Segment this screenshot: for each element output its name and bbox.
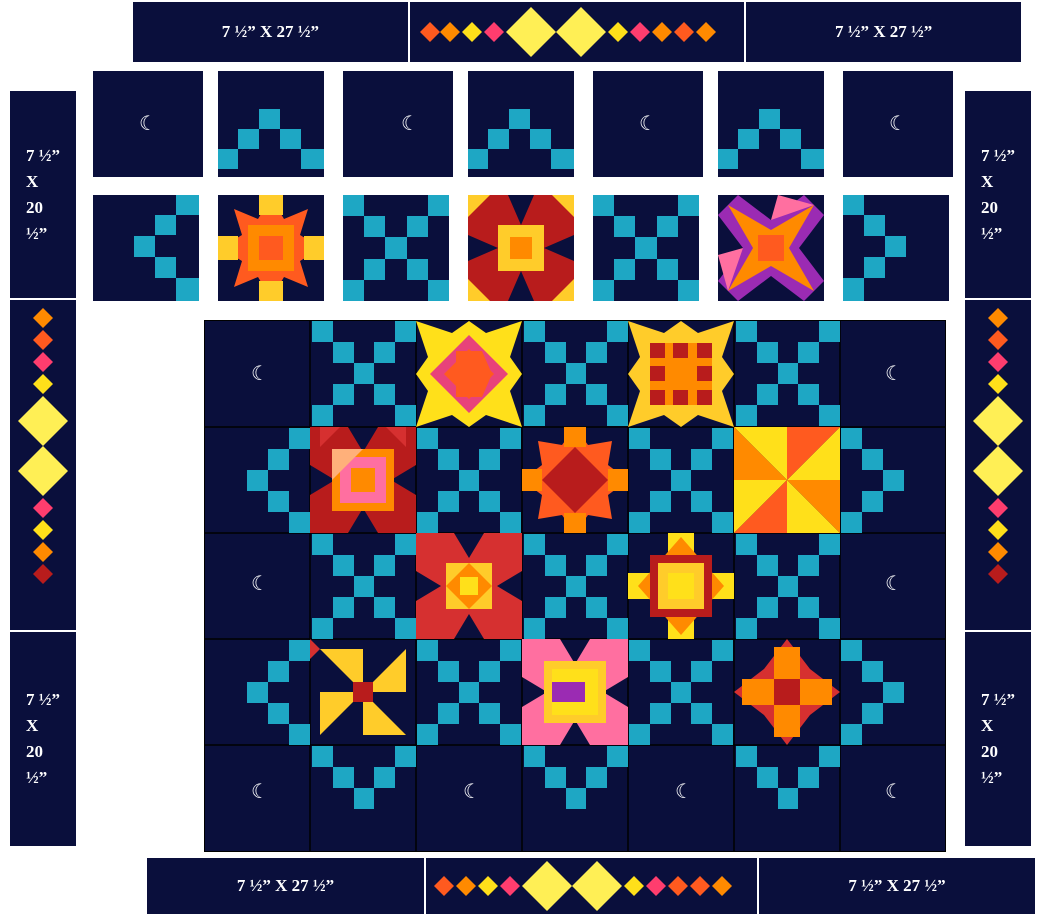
star-block-purple: [718, 195, 824, 301]
left-diamond-column: [10, 300, 76, 630]
right-border-diamond-panel: [965, 300, 1031, 630]
side-label-line: 7 ½”: [26, 687, 60, 713]
moon-icon: ☾: [675, 779, 693, 803]
side-label-line: X: [981, 713, 1015, 739]
moon-icon: ☾: [889, 111, 907, 135]
top-border-right-panel: 7 ½” X 27 ½”: [746, 2, 1021, 62]
quilt-pattern: [205, 321, 945, 851]
teal-peak-block: [218, 71, 324, 177]
moon-block: ☾: [843, 71, 953, 177]
top-border-left-label: 7 ½” X 27 ½”: [133, 2, 408, 62]
left-border-top-panel: 7 ½” X 20 ½”: [10, 91, 76, 298]
side-label-line: X: [981, 169, 1015, 195]
bottom-border-left-panel: 7 ½” X 27 ½”: [147, 858, 424, 914]
star-block-red: [468, 195, 574, 301]
moon-icon: ☾: [463, 779, 481, 803]
top-border-diamond-panel: [410, 2, 745, 62]
side-label-line: X: [26, 713, 60, 739]
teal-x-block: [343, 195, 449, 301]
top-diamond-row: [410, 2, 745, 62]
moon-icon: ☾: [139, 111, 157, 135]
teal-chevron-right-block: [843, 195, 949, 301]
moon-icon: ☾: [251, 361, 269, 385]
left-border-bottom-panel: 7 ½” X 20 ½”: [10, 632, 76, 846]
moon-icon: ☾: [251, 779, 269, 803]
top-border: 7 ½” X 27 ½” 7 ½” X 27 ½”: [133, 2, 1021, 62]
side-label-line: 20: [981, 739, 1015, 765]
right-border-top-panel: 7 ½” X 20 ½”: [965, 91, 1031, 298]
teal-x-block: [593, 195, 699, 301]
bottom-diamond-row: [426, 858, 757, 914]
bottom-border-right-label: 7 ½” X 27 ½”: [759, 858, 1035, 914]
bottom-border-left-label: 7 ½” X 27 ½”: [147, 858, 424, 914]
side-label-line: 7 ½”: [981, 143, 1015, 169]
side-label-line: 20: [26, 195, 60, 221]
bottom-border-diamond-panel: [426, 858, 757, 914]
teal-peak-block: [468, 71, 574, 177]
moon-icon: ☾: [885, 361, 903, 385]
top-border-left-panel: 7 ½” X 27 ½”: [133, 2, 408, 62]
moon-icon: ☾: [251, 571, 269, 595]
moon-block: ☾: [593, 71, 703, 177]
side-label-line: 7 ½”: [26, 143, 60, 169]
moon-icon: ☾: [885, 779, 903, 803]
left-border-diamond-panel: [10, 300, 76, 630]
side-label-line: ½”: [26, 221, 60, 247]
star-block-orange: [218, 195, 324, 301]
side-label-line: ½”: [981, 765, 1015, 791]
side-label-line: ½”: [26, 765, 60, 791]
top-border-right-label: 7 ½” X 27 ½”: [746, 2, 1021, 62]
teal-chevron-left-block: [93, 195, 199, 301]
right-border-bottom-panel: 7 ½” X 20 ½”: [965, 632, 1031, 846]
moon-icon: ☾: [401, 111, 419, 135]
moon-block: ☾: [343, 71, 453, 177]
moon-icon: ☾: [885, 571, 903, 595]
bottom-border-right-panel: 7 ½” X 27 ½”: [759, 858, 1035, 914]
bottom-border: 7 ½” X 27 ½” 7 ½” X 27 ½”: [147, 858, 1035, 914]
moon-block: ☾: [93, 71, 203, 177]
side-label-line: ½”: [981, 221, 1015, 247]
right-diamond-column: [965, 300, 1031, 630]
side-label-line: X: [26, 169, 60, 195]
side-label-line: 20: [981, 195, 1015, 221]
teal-peak-block: [718, 71, 824, 177]
quilt-center: ☾ ☾ ☾ ☾ ☾ ☾ ☾ ☾: [204, 320, 946, 852]
side-label-line: 7 ½”: [981, 687, 1015, 713]
side-label-line: 20: [26, 739, 60, 765]
moon-icon: ☾: [639, 111, 657, 135]
